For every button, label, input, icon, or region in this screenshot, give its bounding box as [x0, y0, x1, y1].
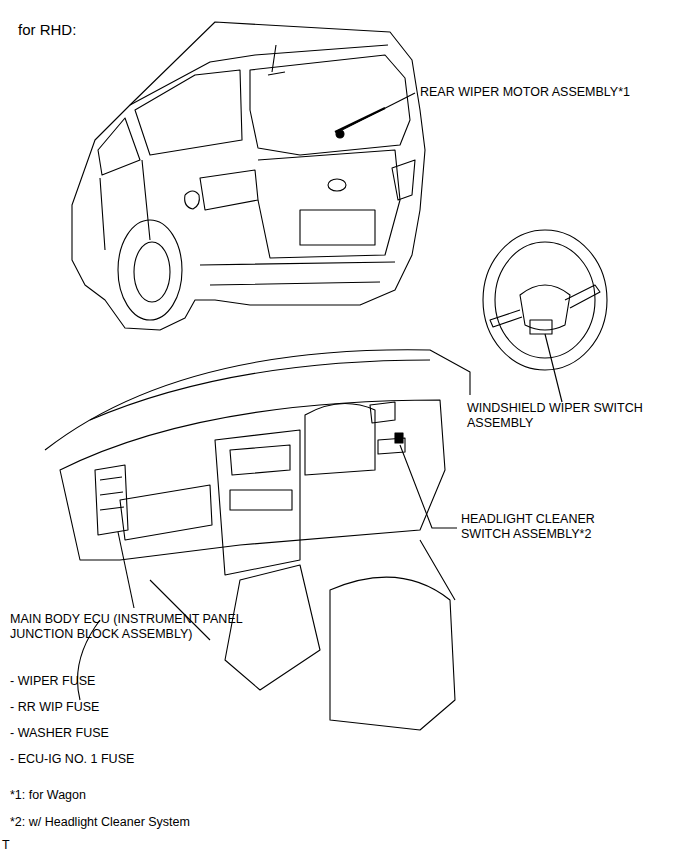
leader-line [118, 532, 134, 608]
emblem [328, 179, 346, 191]
fuse-name: - WASHER FUSE [10, 726, 310, 741]
windshield-edge [90, 360, 430, 420]
wheel [118, 220, 182, 320]
fuse-name: - ECU-IG NO. 1 FUSE [10, 752, 310, 767]
junction-block [95, 465, 128, 535]
fuse-name: - RR WIP FUSE [10, 700, 310, 715]
rear-window [250, 55, 410, 155]
license-plate [300, 210, 375, 245]
glove-box [120, 485, 212, 540]
antenna [268, 45, 285, 75]
wiper-motor [336, 130, 344, 138]
part-name: MAIN BODY ECU (INSTRUMENT PANEL JUNCTION… [10, 612, 300, 642]
dash-panel [60, 400, 445, 560]
footnote: *1: for Wagon [10, 788, 310, 803]
fuse-name: - WIPER FUSE [10, 674, 310, 689]
bumper [200, 262, 395, 285]
leader-line [342, 93, 415, 130]
switch-knob [530, 320, 552, 334]
steering-hub [520, 285, 570, 330]
steering-wheel [495, 242, 595, 358]
tail-light [200, 160, 415, 210]
audio-unit [230, 490, 292, 510]
side-window [135, 70, 242, 155]
wheel-hub [134, 242, 170, 302]
headlight-cleaner-switch [395, 433, 403, 443]
wiper-stalk [490, 285, 600, 327]
part-name: HEADLIGHT CLEANER SWITCH ASSEMBLY*2 [461, 512, 631, 542]
part-name: WINDSHIELD WIPER SWITCH ASSEMBLY [467, 401, 672, 431]
door-line [100, 160, 150, 250]
figure-code: T [2, 838, 32, 853]
steering-wheel [483, 230, 607, 370]
seat [78, 577, 456, 730]
vents [230, 402, 395, 475]
tailgate [258, 150, 400, 258]
page-heading: for RHD: [18, 21, 218, 39]
car-body [72, 22, 425, 330]
center-stack [215, 430, 300, 575]
leader-line [400, 445, 457, 528]
center-console [225, 565, 320, 690]
meter-hood [305, 404, 375, 475]
roof-line [130, 45, 388, 105]
side-window [98, 118, 140, 175]
footnote: *2: w/ Headlight Cleaner System [10, 815, 310, 830]
leader-line [545, 334, 562, 402]
part-name: REAR WIPER MOTOR ASSEMBLY*1 [420, 85, 685, 100]
fuel-lid [185, 191, 200, 209]
